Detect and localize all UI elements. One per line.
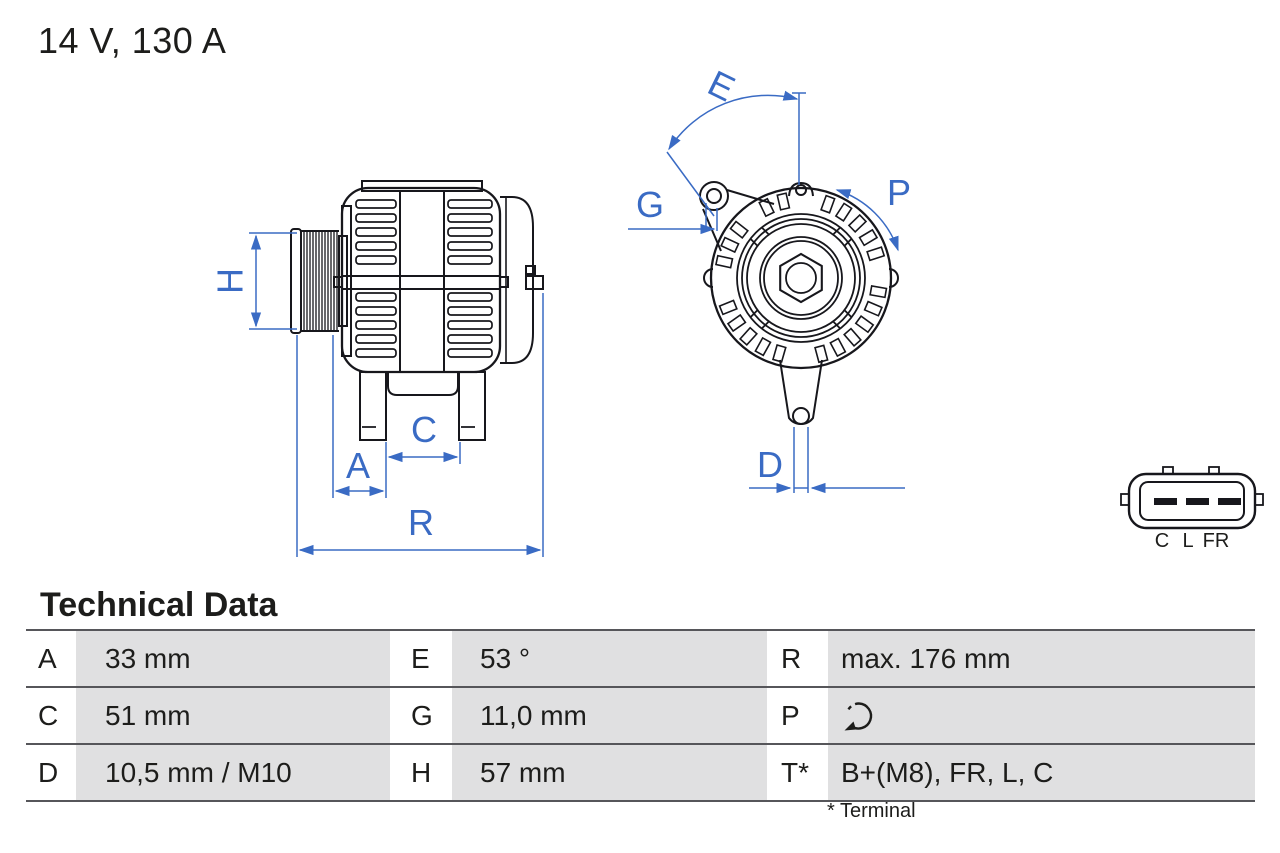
technical-drawing: H A C R bbox=[210, 62, 1264, 557]
spec-value-p bbox=[828, 688, 1255, 743]
spec-value-c: 51 mm bbox=[76, 688, 390, 743]
front-view-dimensions bbox=[628, 90, 905, 494]
spec-key-c: C bbox=[26, 688, 76, 743]
connector-diagram bbox=[1120, 466, 1264, 530]
table-row: A 33 mm E 53 ° R max. 176 mm bbox=[26, 629, 1255, 686]
front-housing bbox=[709, 186, 893, 370]
spec-key-d: D bbox=[26, 745, 76, 800]
pin-label-fr: FR bbox=[1203, 530, 1230, 552]
dimension-label-h: H bbox=[210, 268, 251, 294]
dimension-label-p: P bbox=[887, 172, 911, 213]
cooling-fins-right bbox=[447, 199, 493, 358]
spec-key-h: H bbox=[390, 745, 452, 800]
spec-value-d: 10,5 mm / M10 bbox=[76, 745, 390, 800]
spec-key-p: P bbox=[767, 688, 828, 743]
dimension-label-e: E bbox=[702, 62, 742, 109]
spec-key-t: T* bbox=[767, 745, 828, 800]
spec-value-h: 57 mm bbox=[452, 745, 767, 800]
side-view bbox=[290, 180, 544, 441]
front-view bbox=[699, 181, 899, 425]
dimension-label-c: C bbox=[411, 409, 437, 450]
pulley-flange bbox=[290, 228, 302, 334]
mounting-lug-bottom bbox=[779, 359, 823, 425]
cooling-fins-left bbox=[355, 199, 397, 358]
spec-value-a: 33 mm bbox=[76, 631, 390, 686]
page-title: 14 V, 130 A bbox=[38, 20, 227, 61]
rear-cover bbox=[500, 196, 534, 364]
clockwise-rotation-icon bbox=[844, 701, 873, 730]
dimension-label-r: R bbox=[408, 502, 434, 543]
mounting-leg-right bbox=[458, 371, 486, 441]
terminal-footnote: * Terminal bbox=[827, 800, 916, 822]
shaft-nut bbox=[779, 252, 823, 304]
b-plus-terminal bbox=[525, 265, 544, 290]
spec-value-r: max. 176 mm bbox=[828, 631, 1255, 686]
dimension-label-a: A bbox=[346, 445, 370, 486]
alternator-body bbox=[340, 186, 502, 374]
spec-value-e: 53 ° bbox=[452, 631, 767, 686]
technical-data-table: A 33 mm E 53 ° R max. 176 mm C 51 mm G 1… bbox=[26, 629, 1255, 802]
dimension-label-d: D bbox=[757, 444, 783, 485]
spec-value-g: 11,0 mm bbox=[452, 688, 767, 743]
table-row: D 10,5 mm / M10 H 57 mm T* B+(M8), FR, L… bbox=[26, 743, 1255, 802]
rotor-face bbox=[736, 213, 866, 343]
spec-key-e: E bbox=[390, 631, 452, 686]
spec-value-t: B+(M8), FR, L, C bbox=[828, 745, 1255, 800]
connector-pins bbox=[1154, 498, 1241, 505]
table-row: C 51 mm G 11,0 mm P bbox=[26, 686, 1255, 743]
pin-label-l: L bbox=[1182, 530, 1193, 552]
side-view-dimensions bbox=[249, 232, 544, 557]
mounting-leg-left bbox=[359, 371, 387, 441]
spec-key-a: A bbox=[26, 631, 76, 686]
technical-data-heading: Technical Data bbox=[40, 586, 278, 624]
spec-key-r: R bbox=[767, 631, 828, 686]
pin-label-c: C bbox=[1155, 530, 1169, 552]
spec-key-g: G bbox=[390, 688, 452, 743]
dimension-label-g: G bbox=[636, 184, 664, 225]
